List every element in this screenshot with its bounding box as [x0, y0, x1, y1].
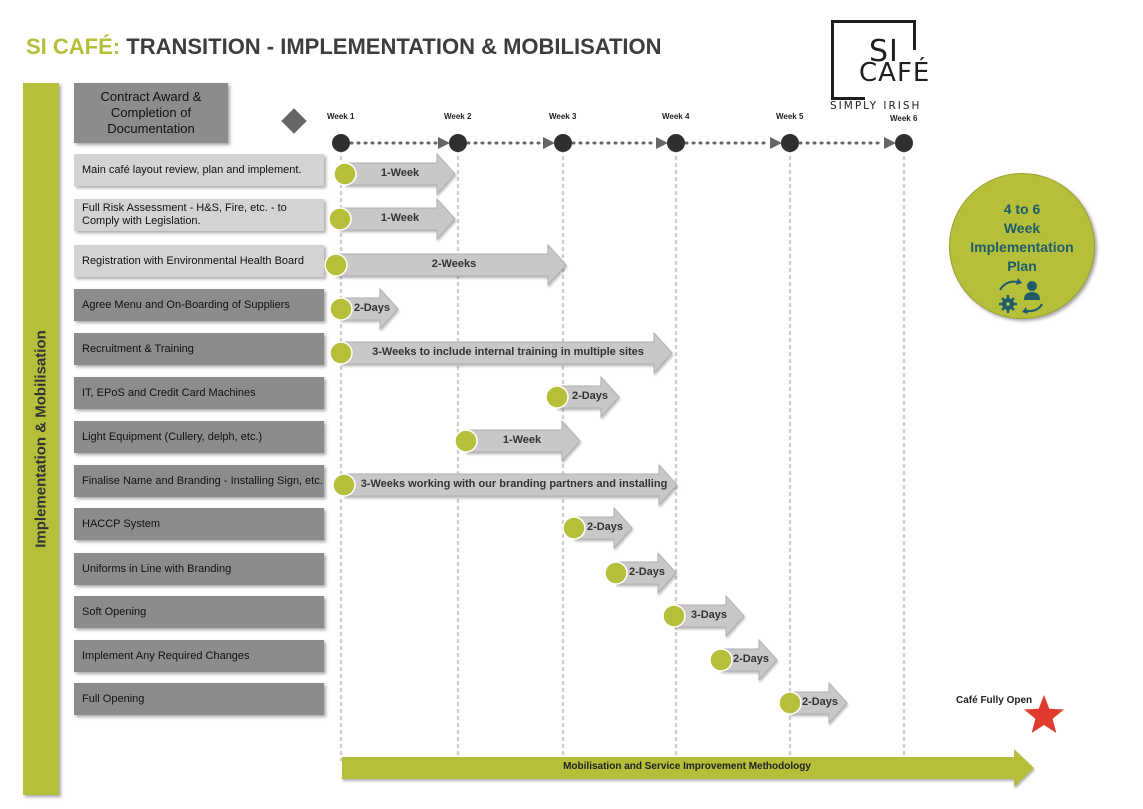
task-duration-arrow	[344, 152, 456, 196]
implementation-plan-circle: 4 to 6 Week Implementation Plan	[949, 173, 1095, 319]
title-text: TRANSITION - IMPLEMENTATION & MOBILISATI…	[126, 34, 662, 59]
task-start-dot	[454, 429, 478, 453]
bar-duration-label: 2-Days	[571, 390, 609, 402]
task-start-dot	[662, 604, 686, 628]
task-duration-arrow	[335, 243, 567, 287]
week-label: Week 4	[662, 112, 690, 121]
week-label: Week 6	[890, 114, 918, 123]
si-cafe-logo: SI CAFÉ SIMPLY IRISH	[829, 18, 929, 118]
task-start-dot	[328, 207, 352, 231]
bar-duration-label: 2-Weeks	[431, 258, 477, 270]
bar-duration-label: 3-Weeks working with our branding partne…	[360, 478, 668, 490]
bar-duration-label: 3-Days	[690, 609, 728, 621]
bar-duration-label: 1-Week	[502, 434, 542, 446]
task-start-dot	[604, 561, 628, 585]
task-duration-arrow	[673, 594, 745, 638]
timeline-arrowhead	[770, 137, 782, 149]
task-duration-arrow	[339, 197, 456, 241]
task-duration-arrow	[343, 463, 678, 507]
plan-circle-text: 4 to 6 Week Implementation Plan	[950, 200, 1094, 276]
plan-line-1: 4 to 6	[1003, 201, 1041, 217]
week-node	[667, 134, 685, 152]
task-row: Finalise Name and Branding - Installing …	[74, 465, 324, 497]
task-duration-arrow	[573, 506, 633, 550]
task-duration-arrow	[340, 331, 673, 375]
task-start-dot	[709, 648, 733, 672]
week-node	[554, 134, 572, 152]
week-label: Week 2	[444, 112, 472, 121]
task-row: Agree Menu and On-Boarding of Suppliers	[74, 289, 324, 321]
star-icon	[1024, 695, 1064, 733]
task-start-dot	[545, 385, 569, 409]
task-start-dot	[332, 473, 356, 497]
mobilisation-arrow	[342, 749, 1034, 787]
task-start-dot	[324, 253, 348, 277]
bar-duration-label: 2-Days	[801, 696, 839, 708]
title-brand: SI CAFÉ:	[26, 34, 121, 59]
task-duration-arrow	[720, 638, 778, 682]
logo-tagline: SIMPLY IRISH	[830, 100, 922, 112]
task-start-dot	[333, 162, 357, 186]
task-row: Main café layout review, plan and implem…	[74, 154, 324, 186]
task-row: HACCP System	[74, 508, 324, 540]
task-duration-arrow	[615, 551, 677, 595]
week-node	[332, 134, 350, 152]
side-bar	[23, 83, 59, 795]
task-row: Recruitment & Training	[74, 333, 324, 365]
week-node	[449, 134, 467, 152]
timeline-arrowhead	[543, 137, 555, 149]
bar-duration-label: 1-Week	[380, 167, 420, 179]
task-duration-arrow	[556, 375, 620, 419]
task-duration-arrow	[465, 419, 581, 463]
timeline-arrowhead	[438, 137, 450, 149]
week-node	[781, 134, 799, 152]
task-row: Full Opening	[74, 683, 324, 715]
plan-line-4: Plan	[1007, 258, 1037, 274]
plan-line-3: Implementation	[970, 239, 1074, 255]
task-row: Full Risk Assessment - H&S, Fire, etc. -…	[74, 199, 324, 231]
task-duration-arrow	[789, 681, 848, 725]
week-label: Week 5	[776, 112, 804, 121]
task-duration-arrow	[340, 287, 399, 331]
bar-duration-label: 2-Days	[586, 521, 624, 533]
task-row: IT, EPoS and Credit Card Machines	[74, 377, 324, 409]
contract-award-box: Contract Award & Completion of Documenta…	[74, 83, 228, 143]
week-label: Week 3	[549, 112, 577, 121]
task-start-dot	[562, 516, 586, 540]
bar-duration-label: 2-Days	[732, 653, 770, 665]
task-start-dot	[329, 341, 353, 365]
people-cycle-icon	[999, 278, 1043, 314]
timeline-arrowhead	[656, 137, 668, 149]
task-row: Soft Opening	[74, 596, 324, 628]
week-label: Week 1	[327, 112, 355, 121]
task-start-dot	[329, 297, 353, 321]
bar-duration-label: 2-Days	[353, 302, 391, 314]
bar-duration-label: 2-Days	[628, 566, 666, 578]
logo-cafe: CAFÉ	[859, 58, 931, 88]
task-row: Uniforms in Line with Branding	[74, 553, 324, 585]
task-row: Implement Any Required Changes	[74, 640, 324, 672]
task-row: Registration with Environmental Health B…	[74, 245, 324, 277]
mobilisation-label: Mobilisation and Service Improvement Met…	[563, 761, 811, 772]
task-row: Light Equipment (Cullery, delph, etc.)	[74, 421, 324, 453]
week-node	[895, 134, 913, 152]
task-start-dot	[778, 691, 802, 715]
cafe-fully-open-label: Café Fully Open	[956, 695, 1033, 706]
timeline-arrowhead	[884, 137, 896, 149]
plan-line-2: Week	[1003, 220, 1041, 236]
page-title: SI CAFÉ: TRANSITION - IMPLEMENTATION & M…	[26, 34, 662, 60]
bar-duration-label: 3-Weeks to include internal training in …	[372, 346, 644, 358]
logo-si: SI	[869, 34, 899, 69]
bar-duration-label: 1-Week	[380, 212, 420, 224]
